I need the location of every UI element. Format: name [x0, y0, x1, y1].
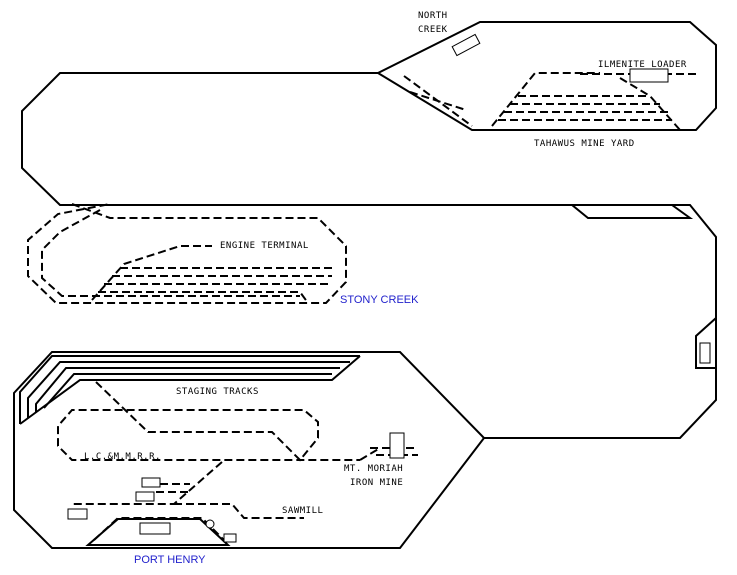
ilmenite-loader-building [629, 68, 669, 83]
staging-track [35, 367, 340, 412]
engine-terminal-label: ENGINE TERMINAL [220, 241, 309, 251]
mine-track [359, 447, 381, 461]
port-henry-shed [223, 533, 237, 543]
yard-lead-track [409, 91, 467, 111]
staging-track [19, 355, 361, 425]
sawmill-track [174, 503, 304, 519]
yard-track [619, 77, 681, 131]
side-building [699, 342, 711, 364]
tahawus-mine-yard-label: TAHAWUS MINE YARD [534, 139, 635, 149]
sawmill-building [67, 508, 88, 520]
lcmmrr-loop [57, 381, 360, 462]
staging-track [43, 373, 332, 409]
mt-moriah-building [389, 432, 405, 459]
port-henry-label: PORT HENRY [134, 554, 206, 566]
staging-tracks-label: STAGING TRACKS [176, 387, 259, 397]
staging-tracks [19, 355, 361, 425]
staging-track [19, 355, 360, 424]
port-henry-building [135, 491, 155, 502]
north-creek-label-line2: CREEK [418, 25, 448, 35]
main-line [13, 21, 717, 549]
mt-moriah-label-line2: IRON MINE [350, 478, 403, 488]
stony-creek-inner-track [41, 209, 300, 297]
staging-track [27, 361, 350, 418]
sawmill-label: SAWMILL [282, 506, 323, 516]
north-creek-station [451, 33, 481, 57]
main-loop-track [13, 72, 717, 549]
engine-terminal-track [98, 291, 309, 304]
port-henry-yard [85, 518, 231, 546]
structures [67, 33, 711, 543]
stony-creek-loop [27, 203, 347, 304]
engine-terminal-lead [91, 245, 212, 301]
labels: NORTH CREEK ILMENITE LOADER TAHAWUS MINE… [84, 11, 687, 566]
port-henry-building [141, 477, 161, 488]
water-tank [205, 519, 215, 529]
yard-track [491, 72, 600, 127]
north-creek-branch [377, 21, 717, 131]
ilmenite-loader-label: ILMENITE LOADER [598, 60, 687, 70]
port-henry-station [139, 522, 171, 535]
lcmmrr-label: L.C.&M.M.R.R. [84, 452, 161, 462]
mt-moriah-label-line1: MT. MORIAH [344, 464, 403, 474]
north-creek-label-line1: NORTH [418, 11, 448, 21]
siding-right-side [695, 317, 717, 369]
stony-creek-tracks [27, 203, 347, 304]
stony-creek-label: STONY CREEK [340, 294, 419, 306]
